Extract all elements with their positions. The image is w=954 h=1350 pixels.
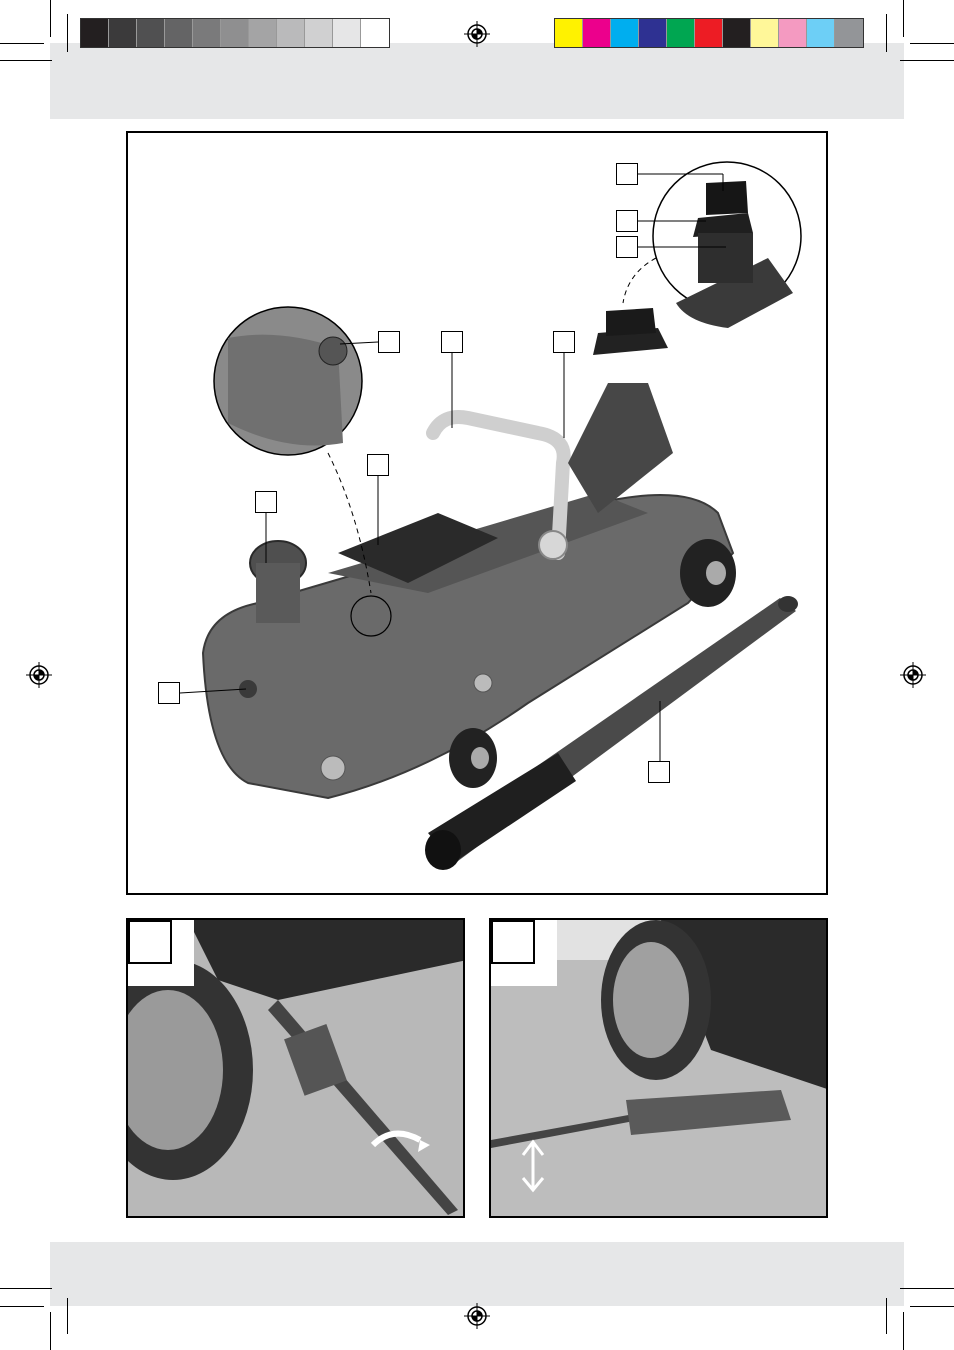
color-swatch xyxy=(305,19,333,47)
color-swatch xyxy=(137,19,165,47)
crop-mark xyxy=(67,14,68,52)
callout-4 xyxy=(378,331,400,353)
callout-8 xyxy=(255,491,277,513)
crop-mark xyxy=(0,1306,44,1307)
crop-mark xyxy=(886,14,887,52)
color-swatch xyxy=(361,19,389,47)
step-photo-a xyxy=(126,918,465,1218)
color-swatch xyxy=(667,19,695,47)
step-label xyxy=(491,920,535,964)
callout-3 xyxy=(616,236,638,258)
footer-band xyxy=(50,1242,904,1306)
crop-mark xyxy=(910,43,954,44)
process-color-bar xyxy=(554,18,864,48)
crop-mark xyxy=(900,60,954,61)
crop-mark xyxy=(50,0,51,37)
registration-mark-icon xyxy=(464,1303,490,1329)
color-swatch xyxy=(221,19,249,47)
color-swatch xyxy=(193,19,221,47)
color-swatch xyxy=(109,19,137,47)
callout-7 xyxy=(367,454,389,476)
color-swatch xyxy=(807,19,835,47)
callout-6 xyxy=(553,331,575,353)
step-label xyxy=(128,920,172,964)
gray-color-bar xyxy=(80,18,390,48)
registration-mark-icon xyxy=(900,662,926,688)
color-swatch xyxy=(835,19,863,47)
callout-5 xyxy=(441,331,463,353)
color-swatch xyxy=(165,19,193,47)
registration-mark-icon xyxy=(464,21,490,47)
crop-mark xyxy=(903,0,904,37)
callout-10 xyxy=(648,761,670,783)
step-label-box xyxy=(128,920,194,986)
main-figure-panel xyxy=(126,131,828,895)
color-swatch xyxy=(81,19,109,47)
color-swatch xyxy=(723,19,751,47)
color-swatch xyxy=(583,19,611,47)
step-photo-b xyxy=(489,918,828,1218)
color-swatch xyxy=(751,19,779,47)
header-band xyxy=(50,43,904,119)
color-swatch xyxy=(639,19,667,47)
color-swatch xyxy=(277,19,305,47)
crop-mark xyxy=(0,43,44,44)
crop-mark xyxy=(903,1312,904,1350)
color-swatch xyxy=(611,19,639,47)
callout-2 xyxy=(616,210,638,232)
color-swatch xyxy=(333,19,361,47)
crop-mark xyxy=(0,60,52,61)
color-swatch xyxy=(555,19,583,47)
crop-mark xyxy=(50,1312,51,1350)
crop-mark xyxy=(900,1288,954,1289)
color-swatch xyxy=(695,19,723,47)
step-label-box xyxy=(491,920,557,986)
crop-mark xyxy=(910,1306,954,1307)
registration-mark-icon xyxy=(26,662,52,688)
crop-mark xyxy=(0,1288,52,1289)
floor-jack-illustration xyxy=(179,161,802,870)
callout-9 xyxy=(158,682,180,704)
color-swatch xyxy=(249,19,277,47)
crop-mark xyxy=(886,1298,887,1334)
color-swatch xyxy=(779,19,807,47)
crop-mark xyxy=(67,1298,68,1334)
callout-1 xyxy=(616,163,638,185)
